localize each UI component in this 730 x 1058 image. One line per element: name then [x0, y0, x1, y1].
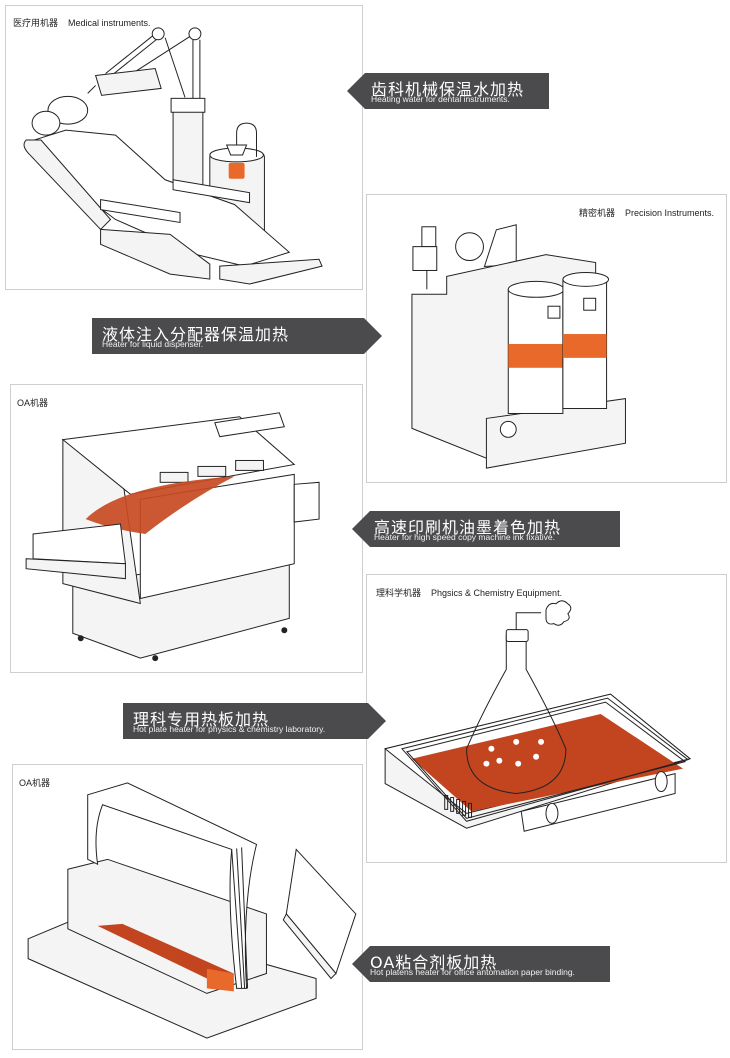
vent-slots [444, 794, 473, 818]
panel-label-zh: OA机器 [17, 398, 49, 408]
panel-label: OA机器 [17, 396, 48, 409]
panel-label-zh: 医疗用机器 [13, 18, 59, 28]
panel-precision: 精密机器 Precision Instruments. [366, 194, 727, 483]
banner-title: 液体注入分配器保温加热 [102, 325, 290, 344]
pressure-gauge-icon [455, 232, 484, 262]
panel-label-en: Medical instruments. [68, 18, 151, 28]
footrest [219, 258, 323, 285]
control-knob-icon[interactable] [545, 802, 559, 824]
panel-oa-binder: OA机器 [12, 764, 363, 1050]
heater-water-cup [228, 162, 245, 179]
banner-title: 高速印刷机油墨着色加热 [374, 518, 562, 537]
panel-label-zh: 精密机器 [578, 208, 615, 218]
dental-lamp [94, 68, 162, 96]
chair-base [100, 228, 211, 280]
paper-binder-illustration [27, 782, 357, 1039]
panel-label-en: Precision Instruments. [624, 208, 714, 218]
copy-machine-illustration [25, 412, 320, 662]
panel-physics-chemistry: 理科学机器 Phgsics & Chemistry Equipment. [366, 574, 727, 863]
dental-chair-illustration [23, 27, 323, 285]
heater-strip-front [206, 968, 234, 992]
control-panel [520, 772, 676, 832]
chair-back [23, 139, 112, 231]
heater-strip [97, 923, 234, 992]
flask [466, 634, 567, 794]
banner-subtitle: Heater for liquid dispenser. [102, 339, 204, 349]
paper-stack [87, 782, 258, 989]
panel-label: 医疗用机器 Medical instruments. [13, 16, 151, 29]
panel-medical: 医疗用机器 Medical instruments. [5, 5, 363, 290]
banner-subtitle: Hot plate heater for physics & chemistry… [133, 724, 326, 734]
banner-liquid-dispenser-heater: 液体注入分配器保温加热 Heater for liquid dispenser. [92, 318, 382, 354]
panel-label: OA机器 [19, 776, 50, 789]
binder-block [67, 858, 267, 994]
panel-label: 理科学机器 Phgsics & Chemistry Equipment. [376, 586, 562, 599]
banner-paper-binding-heater: OA粘合剂板加热 Hot platens heater for office a… [352, 946, 610, 982]
heater-plate [411, 714, 684, 812]
paper-tray-left [32, 523, 126, 565]
panel-label: 精密机器 Precision Instruments. [579, 206, 714, 219]
banner-title: 齿科机械保温水加热 [371, 80, 525, 99]
steam-icon [545, 600, 572, 626]
heater-band-left [508, 343, 563, 368]
banner-subtitle: Heating water for dental instruments. [371, 94, 510, 104]
copier-top [61, 416, 296, 495]
unit-column [172, 99, 204, 191]
banner-hot-plate-heater: 理科专用热板加热 Hot plate heater for physics & … [123, 703, 386, 739]
paper-tray-right [293, 481, 320, 523]
control-knob-icon [499, 420, 517, 438]
panel-label-en: Phgsics & Chemistry Equipment. [431, 588, 563, 598]
banner-title: OA粘合剂板加热 [370, 953, 498, 972]
banner-subtitle: Heater for high speed copy machine ink f… [374, 532, 555, 542]
panel-label-zh: 理科学机器 [376, 588, 422, 598]
lamp-joint-icon [151, 27, 165, 41]
control-knob-icon[interactable] [654, 771, 668, 792]
armrest [172, 179, 251, 204]
armrest [100, 199, 181, 224]
banner-subtitle: Hot platens heater for office antomation… [370, 967, 575, 977]
banner-copy-machine-ink-heater: 高速印刷机油墨着色加热 Heater for high speed copy m… [352, 511, 620, 547]
hot-plate-illustration [384, 600, 692, 832]
heater-band-right [562, 334, 607, 358]
panel-label-zh: OA机器 [19, 778, 51, 788]
banner-title: 理科专用热板加热 [133, 710, 270, 729]
panel-oa-copier: OA机器 [10, 384, 363, 673]
lamp-joint-icon [188, 27, 202, 41]
liquid-dispenser-illustration [411, 224, 626, 469]
banner-dental-water-heating: 齿科机械保温水加热 Heating water for dental instr… [347, 73, 549, 109]
heater-fuser-area [85, 476, 235, 534]
